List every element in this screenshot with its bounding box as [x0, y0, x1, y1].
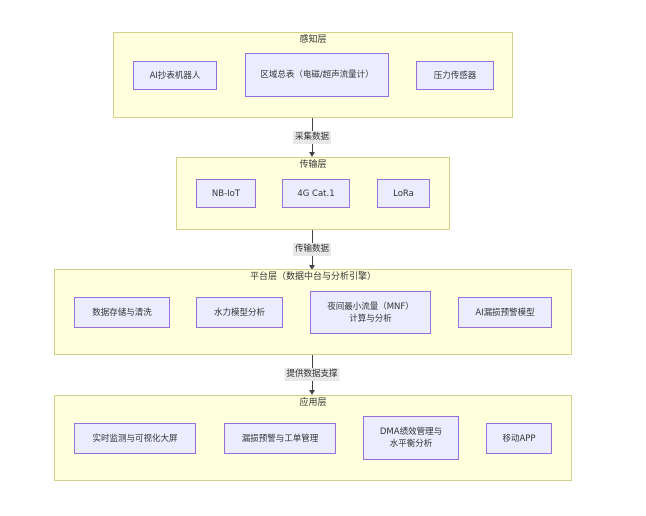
- edge-label-transmit: 传输数据: [292, 243, 332, 256]
- node-hydraulic-model: 水力模型分析: [196, 297, 283, 328]
- node-nb-iot: NB-IoT: [196, 179, 256, 208]
- edge-arrow-3: [309, 390, 315, 395]
- node-ai-meter-robot: AI抄表机器人: [133, 61, 217, 90]
- node-4g-cat1: 4G Cat.1: [282, 179, 350, 208]
- edge-label-support: 提供数据支撑: [284, 368, 340, 381]
- transport-layer-title: 传输层: [299, 160, 327, 170]
- node-mnf-analysis: 夜间最小流量（MNF）计算与分析: [310, 291, 431, 334]
- node-pressure-sensor: 压力传感器: [416, 61, 494, 90]
- node-ai-leak-model: AI漏损预警模型: [458, 297, 552, 328]
- node-leak-alert-workorder: 漏损预警与工单管理: [224, 423, 336, 454]
- node-dma-performance: DMA绩效管理与水平衡分析: [363, 416, 459, 460]
- node-district-meter: 区域总表（电磁/超声流量计）: [245, 53, 389, 97]
- perception-layer-title: 感知层: [299, 35, 327, 45]
- edge-label-collect: 采集数据: [292, 131, 332, 144]
- application-layer-title: 应用层: [299, 398, 327, 408]
- edge-arrow-2: [309, 265, 315, 270]
- node-data-storage-cleaning: 数据存储与清洗: [74, 297, 170, 328]
- node-realtime-monitoring: 实时监测与可视化大屏: [74, 423, 196, 454]
- edge-arrow-1: [309, 152, 315, 157]
- node-mobile-app: 移动APP: [486, 423, 552, 454]
- node-lora: LoRa: [377, 179, 430, 208]
- platform-layer-title: 平台层（数据中台与分析引擎）: [249, 272, 376, 282]
